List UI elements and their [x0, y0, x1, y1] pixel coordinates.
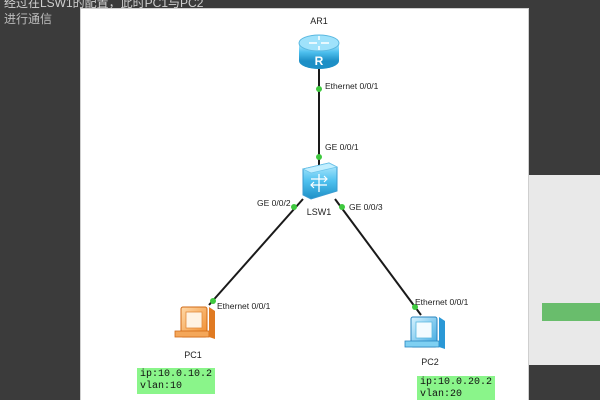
switch-icon[interactable] — [301, 162, 339, 200]
port-dot-lsw1-up — [316, 154, 322, 160]
port-label-pc2: Ethernet 0/0/1 — [415, 297, 469, 307]
topology-svg: R AR1 LSW1 PC1 — [174, 16, 469, 367]
pc1-icon[interactable] — [174, 306, 215, 339]
port-dot-lsw1-left — [291, 204, 297, 210]
port-label-ar1: Ethernet 0/0/1 — [325, 81, 379, 91]
pc1-vlan-text: vlan:10 — [140, 381, 183, 392]
side-panel — [522, 175, 600, 365]
port-dot-ar1 — [316, 86, 322, 92]
link-lsw1-pc2[interactable] — [334, 198, 422, 316]
port-dot-pc1 — [210, 298, 216, 304]
pc2-vlan-text: vlan:20 — [420, 389, 463, 400]
port-label-pc1: Ethernet 0/0/1 — [217, 301, 271, 311]
port-label-lsw1-left: GE 0/0/2 — [257, 198, 291, 208]
pc2-label: PC2 — [421, 357, 439, 367]
link-lsw1-pc1[interactable] — [208, 198, 304, 306]
pc2-icon[interactable] — [404, 316, 445, 349]
port-dot-pc2 — [412, 304, 418, 310]
router-label: AR1 — [310, 16, 328, 26]
pc1-label: PC1 — [184, 350, 202, 360]
port-dot-lsw1-right — [339, 204, 345, 210]
pc2-note[interactable]: ip:10.0.20.2 vlan:20 — [417, 376, 496, 400]
port-label-lsw1-up: GE 0/0/1 — [325, 142, 359, 152]
caption-line-1: 经过在LSW1的配置，此时PC1与PC2 — [4, 0, 204, 10]
pc2-ip-text: ip:10.0.20.2 — [420, 377, 493, 388]
caption-line-2: 进行通信 — [4, 12, 53, 26]
pc1-ip-text: ip:10.0.10.2 — [140, 369, 213, 380]
port-label-lsw1-right: GE 0/0/3 — [349, 202, 383, 212]
router-icon[interactable]: R — [298, 34, 340, 69]
router-glyph: R — [315, 54, 324, 68]
side-panel-accent — [542, 303, 600, 321]
switch-label: LSW1 — [307, 207, 332, 217]
topology-canvas[interactable]: R AR1 LSW1 PC1 — [80, 8, 529, 400]
pc1-note[interactable]: ip:10.0.10.2 vlan:10 — [137, 368, 216, 394]
